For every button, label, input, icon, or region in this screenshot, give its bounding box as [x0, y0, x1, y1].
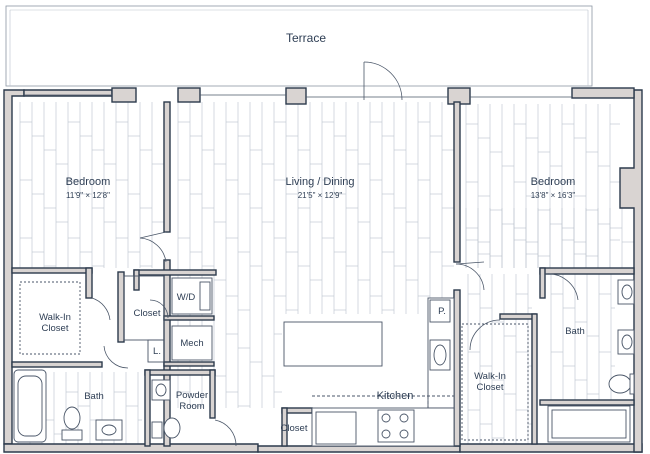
wd-label: W/D: [177, 292, 196, 303]
walkin-right-label-2: Closet: [477, 382, 504, 393]
linen-label: L.: [153, 346, 161, 357]
terrace-area: Terrace: [5, 5, 593, 87]
powder-sink: [151, 379, 171, 401]
interior-walls: [11, 101, 635, 447]
living-dining-label: Living / Dining: [285, 176, 354, 188]
cooktop: [377, 409, 415, 443]
room-labels: Bedroom 11'9" × 12'8" Living / Dining 21…: [39, 176, 585, 434]
mech-room: [171, 325, 213, 361]
pantry-label: P.: [438, 306, 446, 317]
bedroom-left-dimensions: 11'9" × 12'8": [66, 191, 110, 200]
closet-bottom-label: Closet: [281, 423, 308, 434]
bedroom-right-label: Bedroom: [531, 176, 576, 188]
powder-room-label-1: Powder: [176, 390, 208, 401]
closet-small-label: Closet: [134, 308, 161, 319]
toilet-left: [63, 406, 81, 430]
shower-right: [547, 405, 631, 443]
bedroom-right-dimensions: 13'8" × 16'3": [531, 191, 576, 200]
walkin-left-label-2: Closet: [42, 323, 69, 334]
kitchen-island: [283, 321, 383, 367]
toilet-right: [608, 374, 632, 394]
outer-walls: [3, 87, 643, 453]
walkin-right-label-1: Walk-In: [474, 371, 506, 382]
powder-toilet: [163, 417, 181, 439]
bath-left-label: Bath: [84, 391, 104, 402]
mech-label: Mech: [180, 338, 203, 349]
washer-dryer: [171, 277, 213, 315]
living-dining-dimensions: 21'5" × 12'9": [298, 191, 343, 200]
bath-right-label: Bath: [565, 326, 585, 337]
walkin-left-label-1: Walk-In: [39, 312, 71, 323]
powder-room-label-2: Room: [179, 401, 204, 412]
terrace-label: Terrace: [286, 31, 326, 45]
kitchen-label: Kitchen: [377, 390, 414, 402]
fixtures: [13, 275, 635, 447]
doors: [91, 61, 579, 447]
sink-left: [95, 419, 123, 441]
bathtub: [13, 369, 47, 443]
kitchen-back-counter: [311, 407, 455, 447]
bedroom-left-label: Bedroom: [66, 176, 111, 188]
wood-floor-pattern: [17, 102, 634, 444]
